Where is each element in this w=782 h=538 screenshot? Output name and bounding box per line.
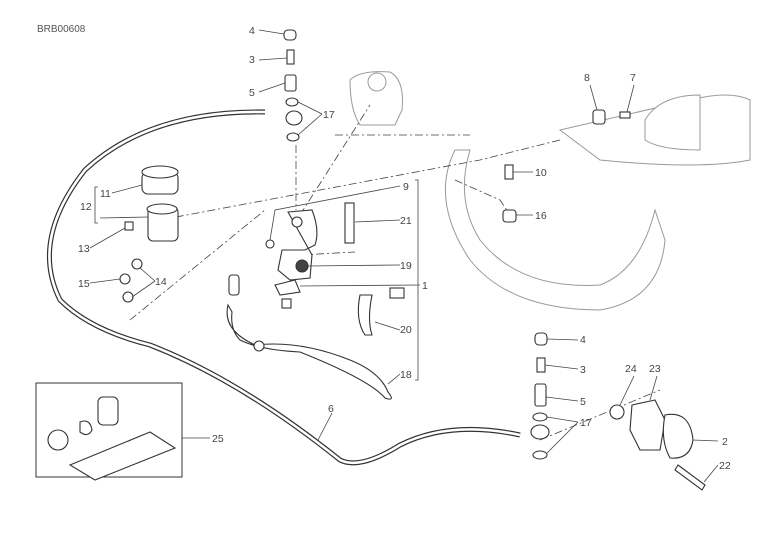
callout-15: 15 [78, 278, 90, 290]
callout-19: 19 [400, 260, 412, 272]
diagram-code: BRB00608 [37, 24, 86, 35]
callout-6: 6 [328, 403, 334, 415]
callout-1: 1 [422, 280, 428, 292]
callout-13: 13 [78, 243, 90, 255]
handlebar-ghost [349, 71, 751, 311]
callout-17: 17 [323, 109, 335, 121]
callout-4: 4 [249, 25, 255, 37]
bottom-fittings [530, 332, 550, 460]
callout-14: 14 [155, 276, 167, 288]
callout-11: 11 [100, 188, 111, 200]
slave-cylinder [609, 399, 706, 491]
callout-8: 8 [584, 72, 590, 84]
callout-5-bottom: 5 [580, 396, 586, 408]
callout-25: 25 [212, 433, 224, 445]
callout-20: 20 [400, 324, 412, 336]
callout-16: 16 [535, 210, 547, 222]
callout-2: 2 [722, 436, 728, 448]
repair-kit-box [35, 382, 183, 481]
callout-18: 18 [400, 369, 412, 381]
callout-3: 3 [249, 54, 255, 66]
reservoir [119, 165, 179, 303]
callout-7: 7 [630, 72, 636, 84]
callout-9: 9 [403, 181, 409, 193]
callout-12: 12 [80, 201, 92, 213]
leader-lines [89, 29, 719, 483]
master-cylinder [226, 202, 405, 400]
callout-3-bottom: 3 [580, 364, 586, 376]
top-fittings [283, 29, 303, 142]
callout-21: 21 [400, 215, 412, 227]
callout-24: 24 [625, 363, 637, 375]
callout-4-bottom: 4 [580, 334, 586, 346]
callout-10: 10 [535, 167, 547, 179]
callout-23: 23 [649, 363, 661, 375]
callout-22: 22 [719, 460, 731, 472]
callout-5: 5 [249, 87, 255, 99]
callout-17-bottom: 17 [580, 417, 592, 429]
